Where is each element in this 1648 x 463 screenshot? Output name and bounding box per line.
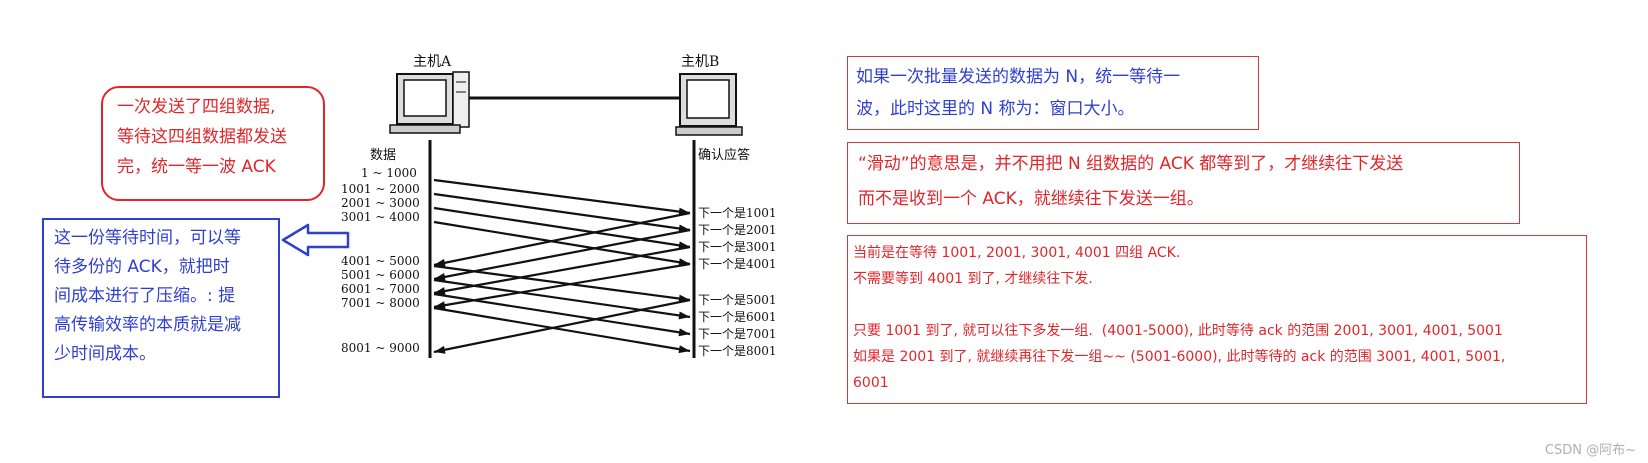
data-arrow-head bbox=[678, 311, 690, 320]
note-window-size: 如果一次批量发送的数据为 N，统一等待一 波，此时这里的 N 称为：窗口大小。 bbox=[847, 56, 1259, 130]
data-arrow-head bbox=[678, 345, 690, 354]
ack-arrow-head bbox=[434, 258, 446, 267]
ack-label: 下一个是5001 bbox=[698, 293, 777, 307]
ack-label: 下一个是3001 bbox=[698, 240, 777, 254]
ack-arrow-head bbox=[434, 287, 446, 295]
data-arrow bbox=[433, 206, 691, 249]
data-segment-label: 4001 ~ 5000 bbox=[341, 254, 420, 268]
data-arrow-head bbox=[678, 328, 690, 337]
host-a-computer-icon bbox=[389, 71, 470, 134]
data-arrow bbox=[433, 306, 691, 353]
ack-label: 下一个是4001 bbox=[698, 257, 777, 271]
ack-arrow bbox=[433, 262, 691, 309]
data-arrow bbox=[433, 220, 691, 266]
watermark: CSDN @阿布~ bbox=[1544, 443, 1636, 458]
ack-header: 确认应答 bbox=[698, 147, 750, 163]
ack-arrow bbox=[433, 211, 691, 267]
data-arrow bbox=[433, 178, 691, 215]
data-segment-label: 6001 ~ 7000 bbox=[341, 282, 420, 296]
ack-label: 下一个是7001 bbox=[698, 327, 777, 341]
ack-arrow bbox=[433, 245, 691, 295]
data-segment-label: 3001 ~ 4000 bbox=[341, 210, 420, 224]
data-segment-label: 7001 ~ 8000 bbox=[341, 296, 420, 310]
transfer-arrows bbox=[433, 178, 691, 354]
data-segment-labels: 1 ~ 1000 1001 ~ 2000 2001 ~ 3000 3001 ~ … bbox=[341, 166, 420, 355]
data-segment-label: 8001 ~ 9000 bbox=[341, 341, 420, 355]
note-time-cost: 这一份等待时间，可以等 待多份的 ACK，就把时 间成本进行了压缩。: 提 高传… bbox=[42, 218, 280, 398]
note-batch-send: 一次发送了四组数据, 等待这四组数据都发送 完，统一等一波 ACK bbox=[101, 86, 325, 201]
data-arrow bbox=[433, 192, 691, 232]
data-segment-label: 1001 ~ 2000 bbox=[341, 182, 420, 196]
data-header: 数据 bbox=[370, 148, 396, 163]
host-b-computer-icon bbox=[675, 73, 743, 136]
ack-arrow-head bbox=[434, 301, 446, 310]
note-waiting-range: 当前是在等待 1001, 2001, 3001, 4001 四组 ACK. 不需… bbox=[847, 235, 1587, 404]
ack-arrow bbox=[433, 228, 691, 281]
ack-arrow-head bbox=[434, 273, 446, 281]
data-segment-label: 2001 ~ 3000 bbox=[341, 196, 420, 210]
ack-arrow bbox=[433, 298, 691, 354]
data-segment-label: 1 ~ 1000 bbox=[361, 166, 417, 180]
note-sliding-meaning: “滑动”的意思是，并不用把 N 组数据的 ACK 都等到了，才继续往下发送 而不… bbox=[847, 142, 1520, 224]
ack-label: 下一个是2001 bbox=[698, 223, 777, 237]
ack-labels: 下一个是1001 下一个是2001 下一个是3001 下一个是4001 下一个是… bbox=[698, 206, 777, 358]
pointer-arrow-icon bbox=[281, 223, 350, 257]
ack-label: 下一个是6001 bbox=[698, 310, 777, 324]
ack-arrow-head bbox=[434, 345, 446, 354]
host-b-label: 主机B bbox=[681, 54, 719, 70]
ack-label: 下一个是1001 bbox=[698, 206, 777, 220]
host-a-label: 主机A bbox=[413, 54, 452, 70]
ack-label: 下一个是8001 bbox=[698, 344, 777, 358]
data-segment-label: 5001 ~ 6000 bbox=[341, 268, 420, 282]
